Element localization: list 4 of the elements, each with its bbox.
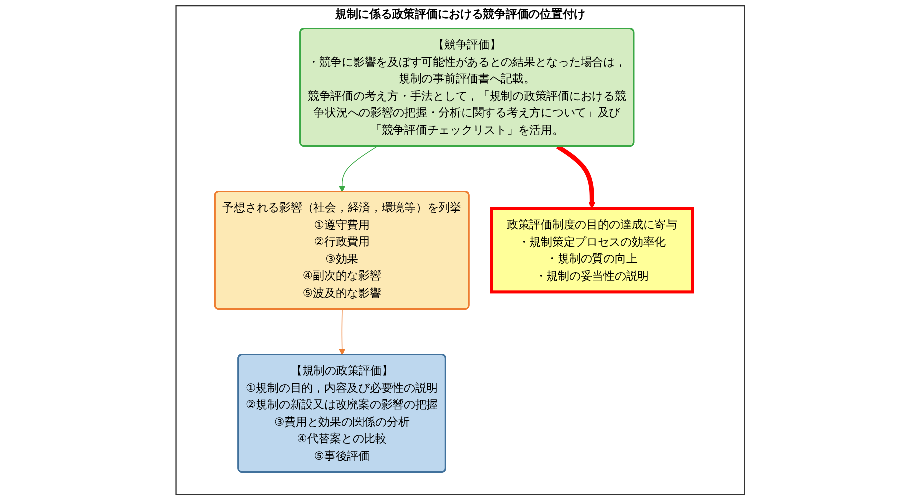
- arrow: [556, 144, 596, 210]
- arrow: [339, 309, 346, 356]
- arrow: [339, 146, 378, 192]
- node-box: 政策評価制度の目的の達成に寄与 ・規制策定プロセスの効率化 ・規制の質の向上 ・規制の妥当性の説明: [490, 207, 694, 294]
